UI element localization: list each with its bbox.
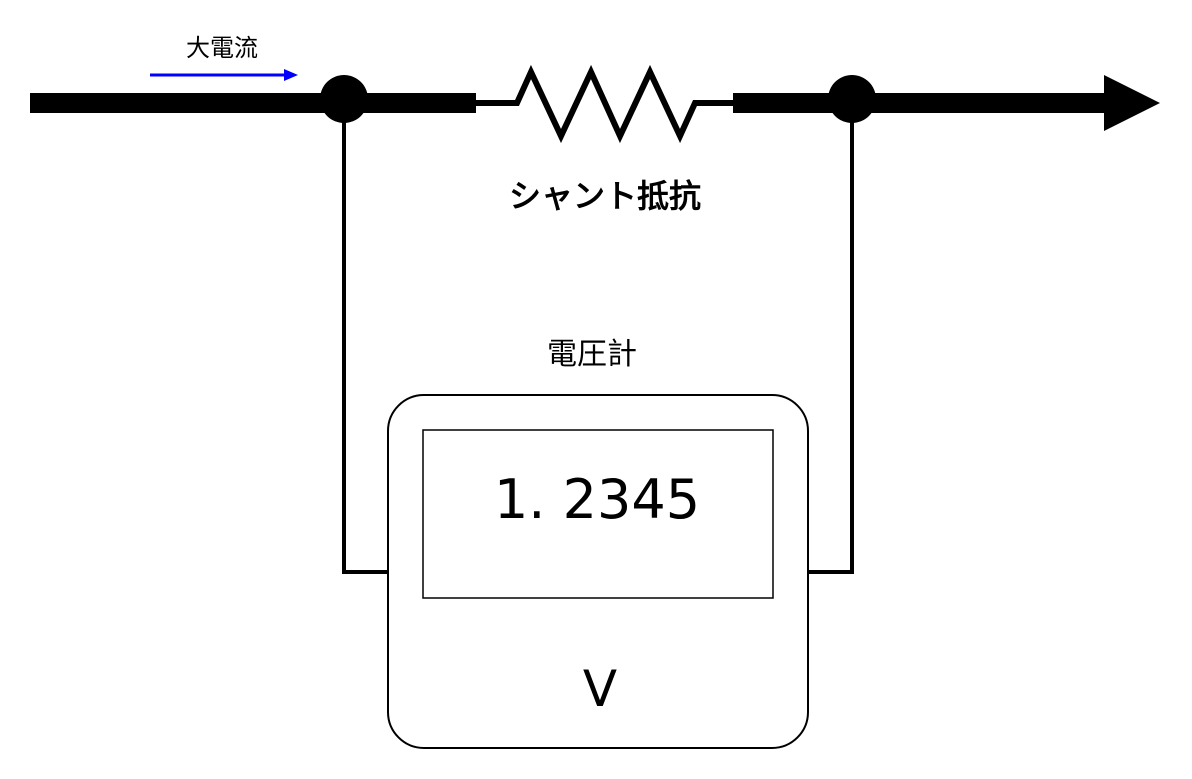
- voltmeter-display: [422, 429, 774, 599]
- output-arrowhead: [1104, 75, 1160, 131]
- junction-node-left: [320, 75, 368, 123]
- main-wire-left: [30, 93, 476, 113]
- current-label: 大電流: [186, 34, 258, 62]
- meter-lead-left: [342, 110, 388, 574]
- voltmeter-label: 電圧計: [547, 337, 637, 372]
- voltmeter-reading: 1. 2345: [494, 468, 700, 531]
- shunt-resistor: [476, 64, 733, 144]
- main-wire-right: [733, 93, 1106, 113]
- voltmeter-unit: V: [583, 660, 617, 718]
- meter-lead-right: [808, 110, 854, 574]
- current-direction-arrow: [150, 69, 298, 81]
- shunt-label: シャント抵抗: [509, 177, 701, 215]
- junction-node-right: [828, 75, 876, 123]
